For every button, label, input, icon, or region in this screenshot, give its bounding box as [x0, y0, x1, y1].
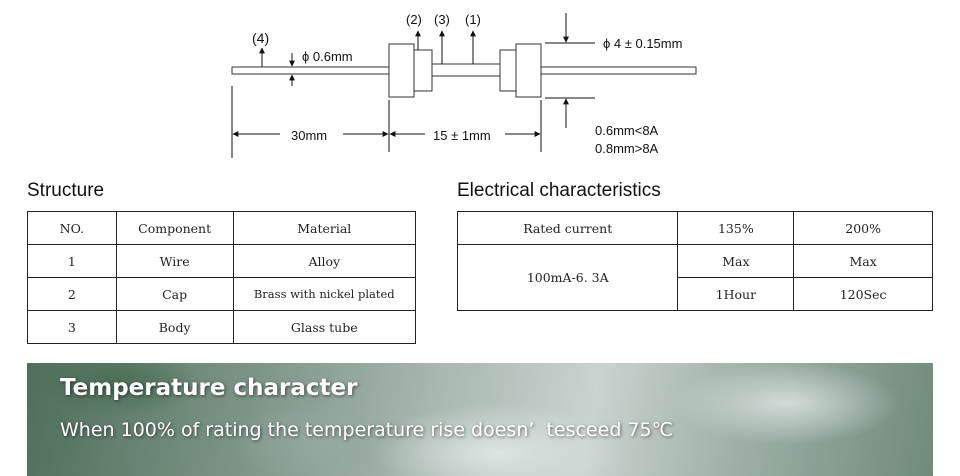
electrical-title: Electrical characteristics — [457, 180, 661, 201]
left-cap-inner — [413, 49, 433, 92]
temperature-banner: Temperature character When 100% of ratin… — [27, 363, 933, 476]
row-material: Glass tube — [232, 310, 417, 344]
table-row: 1 Wire Alloy — [27, 244, 417, 278]
time-200: 120Sec — [793, 277, 933, 311]
max-135: Max — [677, 244, 795, 278]
max-200: Max — [793, 244, 933, 278]
left-lead — [231, 66, 393, 75]
body-length-label: 15 ± 1mm — [433, 128, 491, 143]
lead-label: (4) — [252, 30, 269, 46]
header-material: Material — [232, 211, 417, 245]
table-row: 1Hour 120Sec — [458, 277, 933, 311]
row-component: Body — [115, 310, 234, 344]
row-no: 3 — [27, 310, 117, 344]
right-lead — [537, 66, 697, 75]
lead-length-label: 30mm — [291, 128, 327, 143]
row-material: Alloy — [232, 244, 417, 278]
time-135: 1Hour — [677, 277, 795, 311]
header-component: Component — [115, 211, 234, 245]
row-component: Cap — [115, 277, 234, 311]
table-header-row: Rated current 135% 200% — [456, 211, 933, 245]
banner-text: When 100% of rating the temperature rise… — [60, 419, 673, 441]
row-material: Brass with nickel plated — [232, 277, 417, 311]
electrical-table: Rated current 135% 200% 100mA-6. 3A Max … — [456, 211, 933, 311]
row-component: Wire — [115, 244, 234, 278]
body-label: (3) — [434, 12, 450, 27]
col-200-header: 200% — [793, 211, 933, 245]
structure-table: NO. Component Material 1 Wire Alloy 2 Ca… — [27, 211, 417, 344]
row-no: 2 — [27, 277, 117, 311]
cap-label: (2) — [406, 12, 422, 27]
table-row: 100mA-6. 3A Max Max — [456, 244, 933, 311]
wire-diameter-label: ϕ 0.6mm — [302, 49, 353, 64]
table-row: 2 Cap Brass with nickel plated — [27, 277, 417, 311]
current-range: 100mA-6. 3A — [456, 244, 679, 311]
table-row: 3 Body Glass tube — [27, 310, 417, 344]
lead-dia-large-label: 0.8mm>8A — [595, 141, 659, 156]
banner-title: Temperature character — [60, 375, 358, 401]
structure-title: Structure — [27, 180, 105, 201]
row-no: 1 — [27, 244, 117, 278]
rated-current-header: Rated current — [456, 211, 679, 245]
right-cap-inner — [499, 49, 519, 92]
right-cap-outer — [515, 43, 542, 98]
body-diameter-label: ϕ 4 ± 0.15mm — [603, 36, 682, 51]
wire-label: (1) — [465, 12, 481, 27]
lead-dia-small-label: 0.6mm<8A — [595, 123, 659, 138]
col-135-header: 135% — [677, 211, 795, 245]
header-no: NO. — [27, 211, 117, 245]
inner-wire — [429, 63, 503, 77]
fuse-dimension-diagram: (4) (2) (3) (1) ϕ 0.6mm ϕ 4 ± 0.15mm 30m… — [231, 12, 697, 158]
table-header-row: NO. Component Material — [27, 211, 417, 245]
left-cap-outer — [388, 43, 415, 98]
